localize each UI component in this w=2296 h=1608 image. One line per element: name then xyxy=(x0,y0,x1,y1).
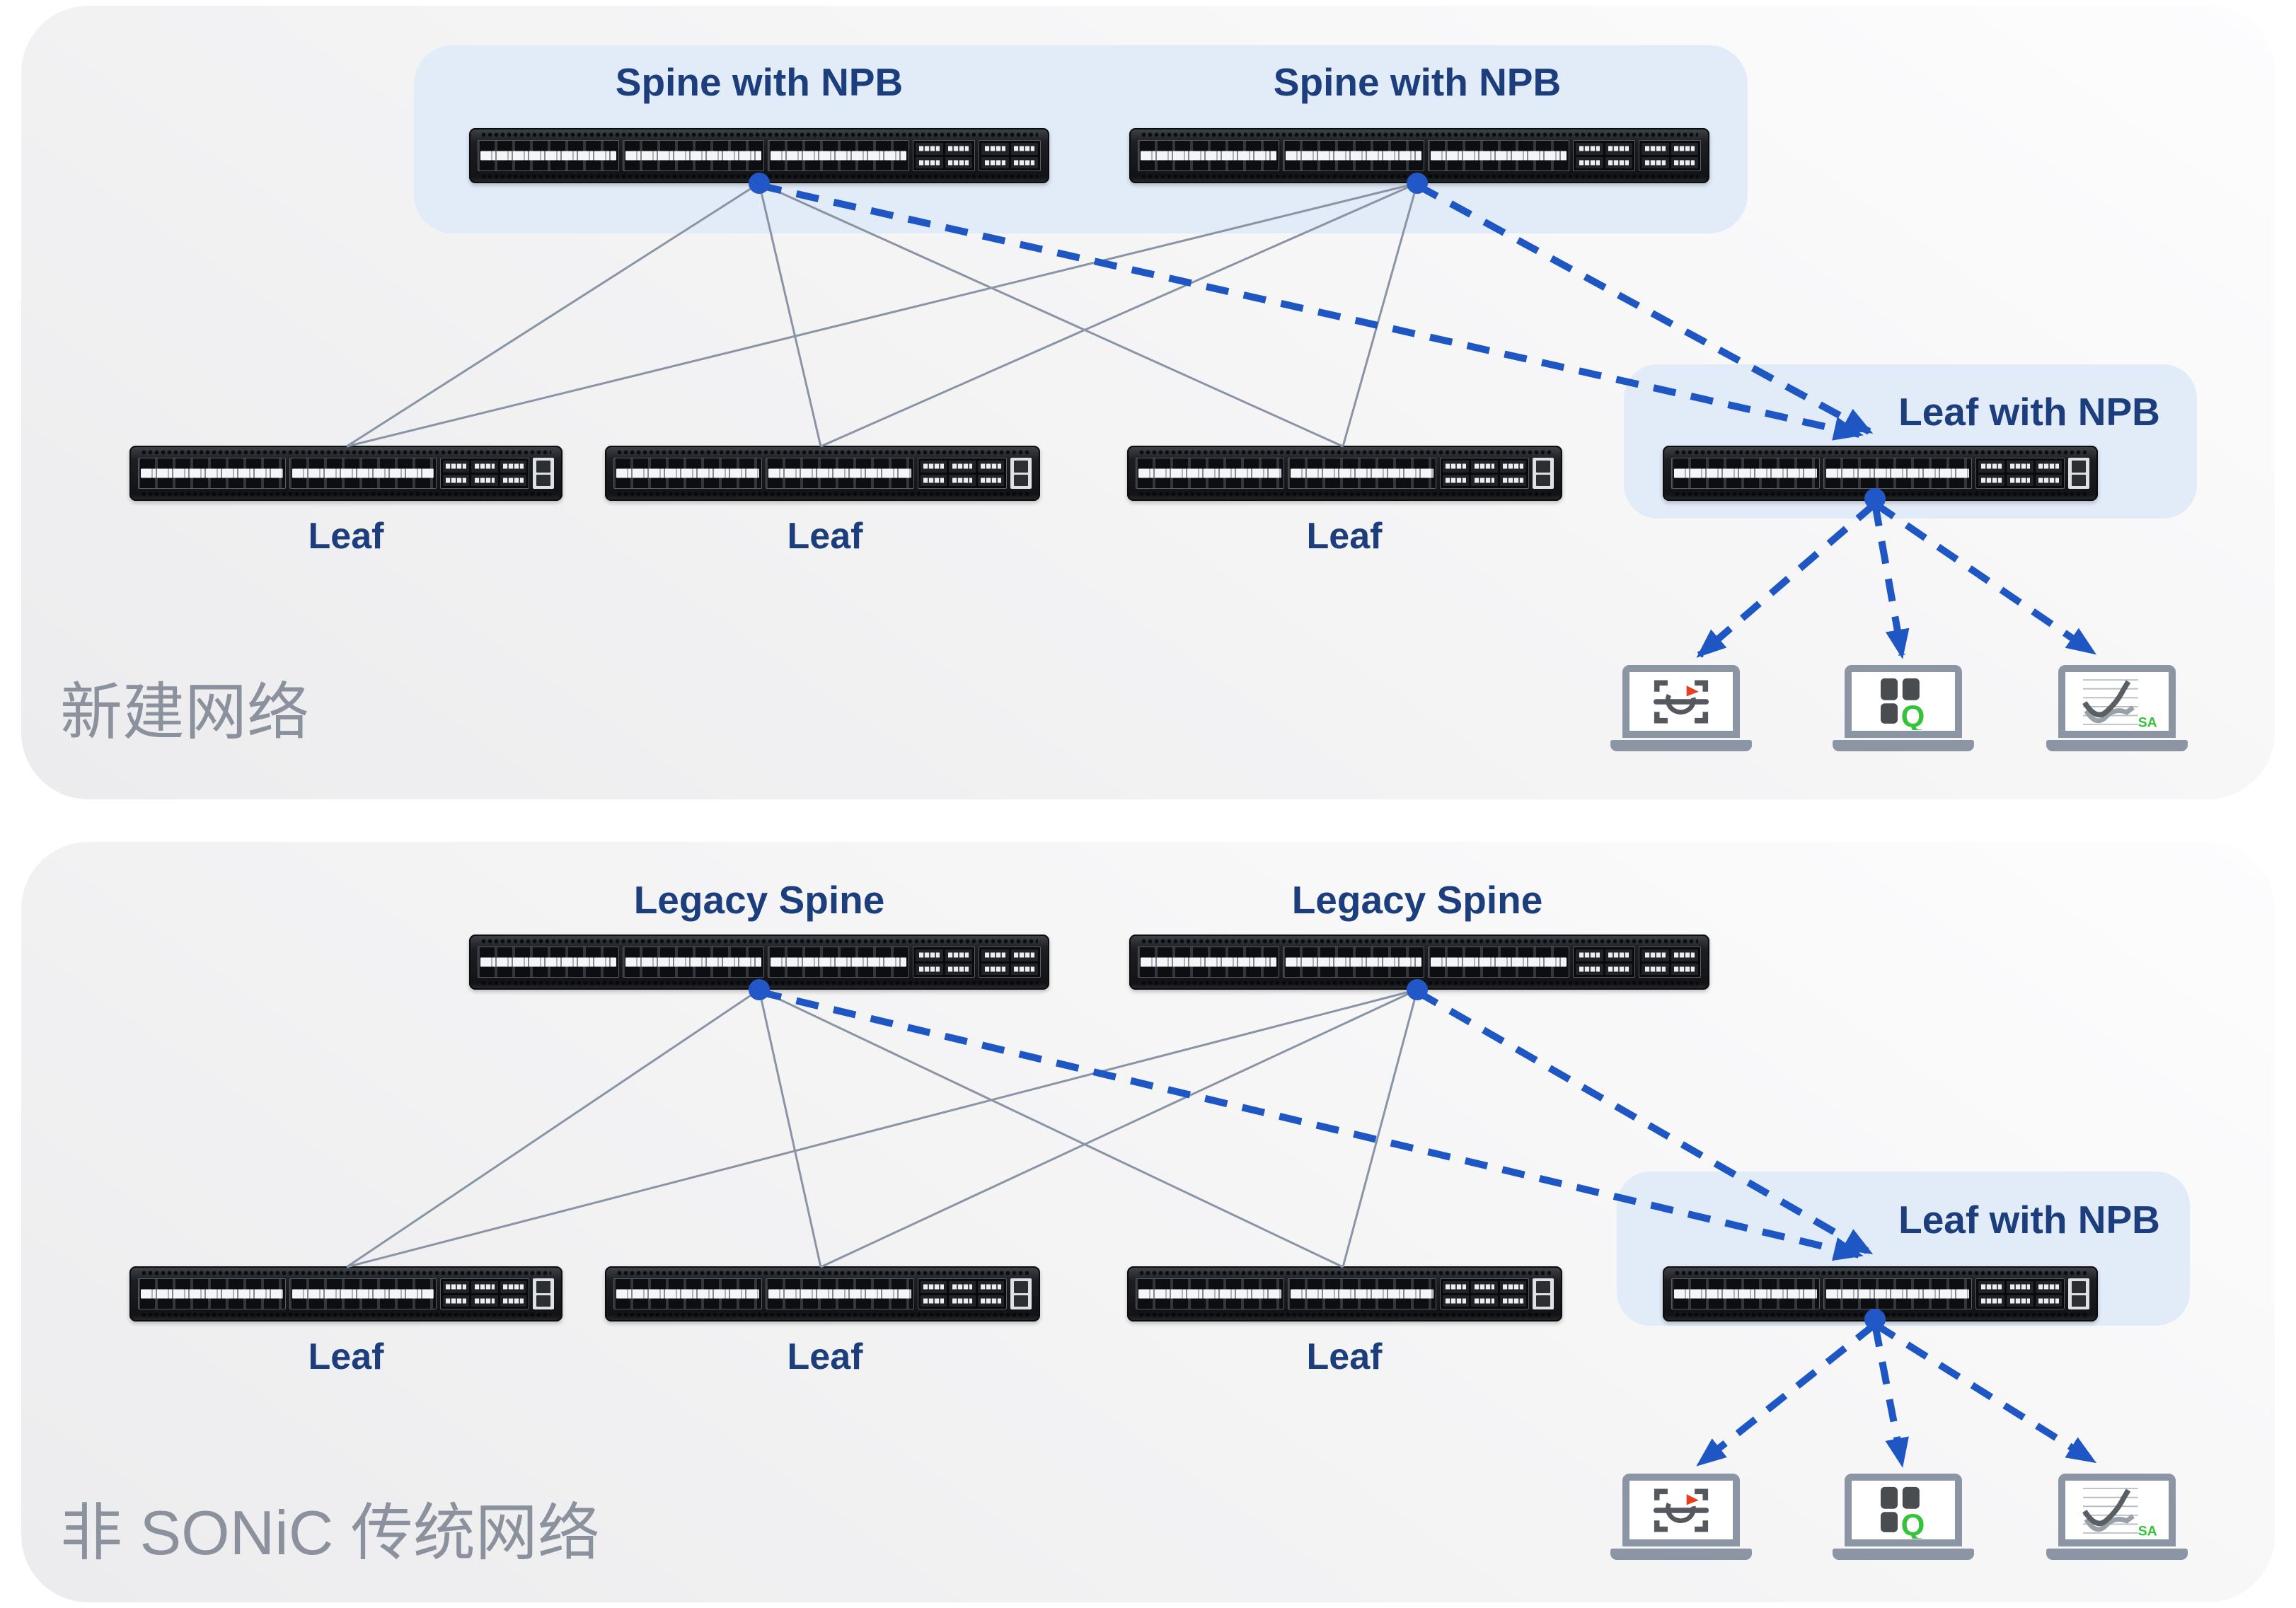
vent-holes xyxy=(616,449,1029,456)
mgmt-ports xyxy=(1010,1278,1032,1309)
laptop-base xyxy=(2046,740,2188,751)
vent-holes xyxy=(1138,449,1551,456)
spine2-label-legacy: Legacy Spine xyxy=(1291,878,1543,922)
vent-holes xyxy=(1674,1270,2087,1276)
app-grid-icon: Q xyxy=(1881,1486,1925,1539)
vent-holes xyxy=(480,980,1038,986)
mgmt-ports xyxy=(1010,458,1032,489)
vent-holes xyxy=(141,449,551,456)
scan-sync-icon xyxy=(1653,1488,1709,1532)
tool-laptop-analyzer-new xyxy=(1610,665,1752,751)
svg-text:SA: SA xyxy=(2138,715,2157,730)
vent-holes xyxy=(1138,1270,1551,1276)
app-grid-icon: Q xyxy=(1881,678,1925,730)
leaf-switch-2-legacy xyxy=(605,1266,1040,1321)
laptop-screen xyxy=(1622,665,1740,738)
scan-sync-icon xyxy=(1653,680,1709,723)
leaf-switch-2-new xyxy=(605,446,1040,501)
laptop-base xyxy=(1610,1549,1752,1560)
vent-holes xyxy=(616,1270,1029,1276)
laptop-screen: SA xyxy=(2058,1474,2176,1546)
leaf2-label-legacy: Leaf xyxy=(787,1336,863,1377)
tool-laptop-query-legacy: Q xyxy=(1833,1474,1974,1560)
vent-holes xyxy=(141,1270,551,1276)
laptop-screen xyxy=(1622,1474,1740,1546)
mgmt-ports xyxy=(1533,1278,1554,1309)
spine1-label-new: Spine with NPB xyxy=(615,60,904,104)
leaf-switch-1-new xyxy=(129,446,563,501)
vent-holes xyxy=(1674,449,2087,456)
caption-legacy-network: 非 SONiC 传统网络 xyxy=(60,1498,600,1568)
spine-switch-1-new xyxy=(469,128,1049,183)
svg-text:Q: Q xyxy=(1901,700,1925,730)
tool-laptop-query-new: Q xyxy=(1833,665,1974,751)
leaf1-label-legacy: Leaf xyxy=(308,1336,384,1377)
mgmt-ports xyxy=(533,1278,554,1309)
vent-holes xyxy=(616,1312,1029,1318)
leaf-npb-label-new: Leaf with NPB xyxy=(1898,390,2160,434)
vent-holes xyxy=(1141,173,1698,180)
laptop-screen: Q xyxy=(1845,1474,1962,1546)
laptop-screen: SA xyxy=(2058,665,2176,738)
spine2-label-new: Spine with NPB xyxy=(1273,60,1562,104)
vent-holes xyxy=(480,173,1038,180)
vent-holes xyxy=(1141,132,1698,138)
leaf1-label-new: Leaf xyxy=(308,516,384,557)
trend-chart-icon: SA xyxy=(2082,1487,2157,1539)
vent-holes xyxy=(1141,980,1698,986)
leaf-switch-3-legacy xyxy=(1127,1266,1562,1321)
svg-text:Q: Q xyxy=(1901,1508,1925,1539)
spine-switch-1-legacy xyxy=(469,935,1049,990)
vent-holes xyxy=(480,938,1038,944)
leaf-switch-1-legacy xyxy=(129,1266,563,1321)
spine1-label-legacy: Legacy Spine xyxy=(633,878,885,922)
spine-switch-2-new xyxy=(1129,128,1709,183)
leaf-npb-switch-legacy xyxy=(1663,1266,2098,1321)
vent-holes xyxy=(141,491,551,497)
spine-switch-2-legacy xyxy=(1129,935,1709,990)
leaf2-label-new: Leaf xyxy=(787,516,863,557)
vent-holes xyxy=(1138,491,1551,497)
mgmt-ports xyxy=(1533,458,1554,489)
vent-holes xyxy=(616,491,1029,497)
caption-new-network: 新建网络 xyxy=(60,677,310,747)
leaf3-label-new: Leaf xyxy=(1306,516,1383,557)
tool-laptop-analytics-new: SA xyxy=(2046,665,2188,751)
leaf3-label-legacy: Leaf xyxy=(1306,1336,1383,1377)
tool-laptop-analyzer-legacy xyxy=(1610,1474,1752,1560)
vent-holes xyxy=(1674,1312,2087,1318)
leaf-switch-3-new xyxy=(1127,446,1562,501)
mgmt-ports xyxy=(533,458,554,489)
laptop-base xyxy=(2046,1549,2188,1560)
mgmt-ports xyxy=(2068,1278,2089,1309)
trend-chart-icon: SA xyxy=(2082,678,2157,730)
vent-holes xyxy=(1141,938,1698,944)
laptop-base xyxy=(1833,1549,1974,1560)
laptop-base xyxy=(1610,740,1752,751)
mgmt-ports xyxy=(2068,458,2089,489)
leaf-npb-label-legacy: Leaf with NPB xyxy=(1898,1198,2160,1242)
laptop-screen: Q xyxy=(1845,665,1962,738)
vent-holes xyxy=(1674,491,2087,497)
tool-laptop-analytics-legacy: SA xyxy=(2046,1474,2188,1560)
svg-text:SA: SA xyxy=(2138,1523,2157,1539)
laptop-base xyxy=(1833,740,1974,751)
leaf-npb-switch-new xyxy=(1663,446,2098,501)
vent-holes xyxy=(1138,1312,1551,1318)
vent-holes xyxy=(480,132,1038,138)
vent-holes xyxy=(141,1312,551,1318)
